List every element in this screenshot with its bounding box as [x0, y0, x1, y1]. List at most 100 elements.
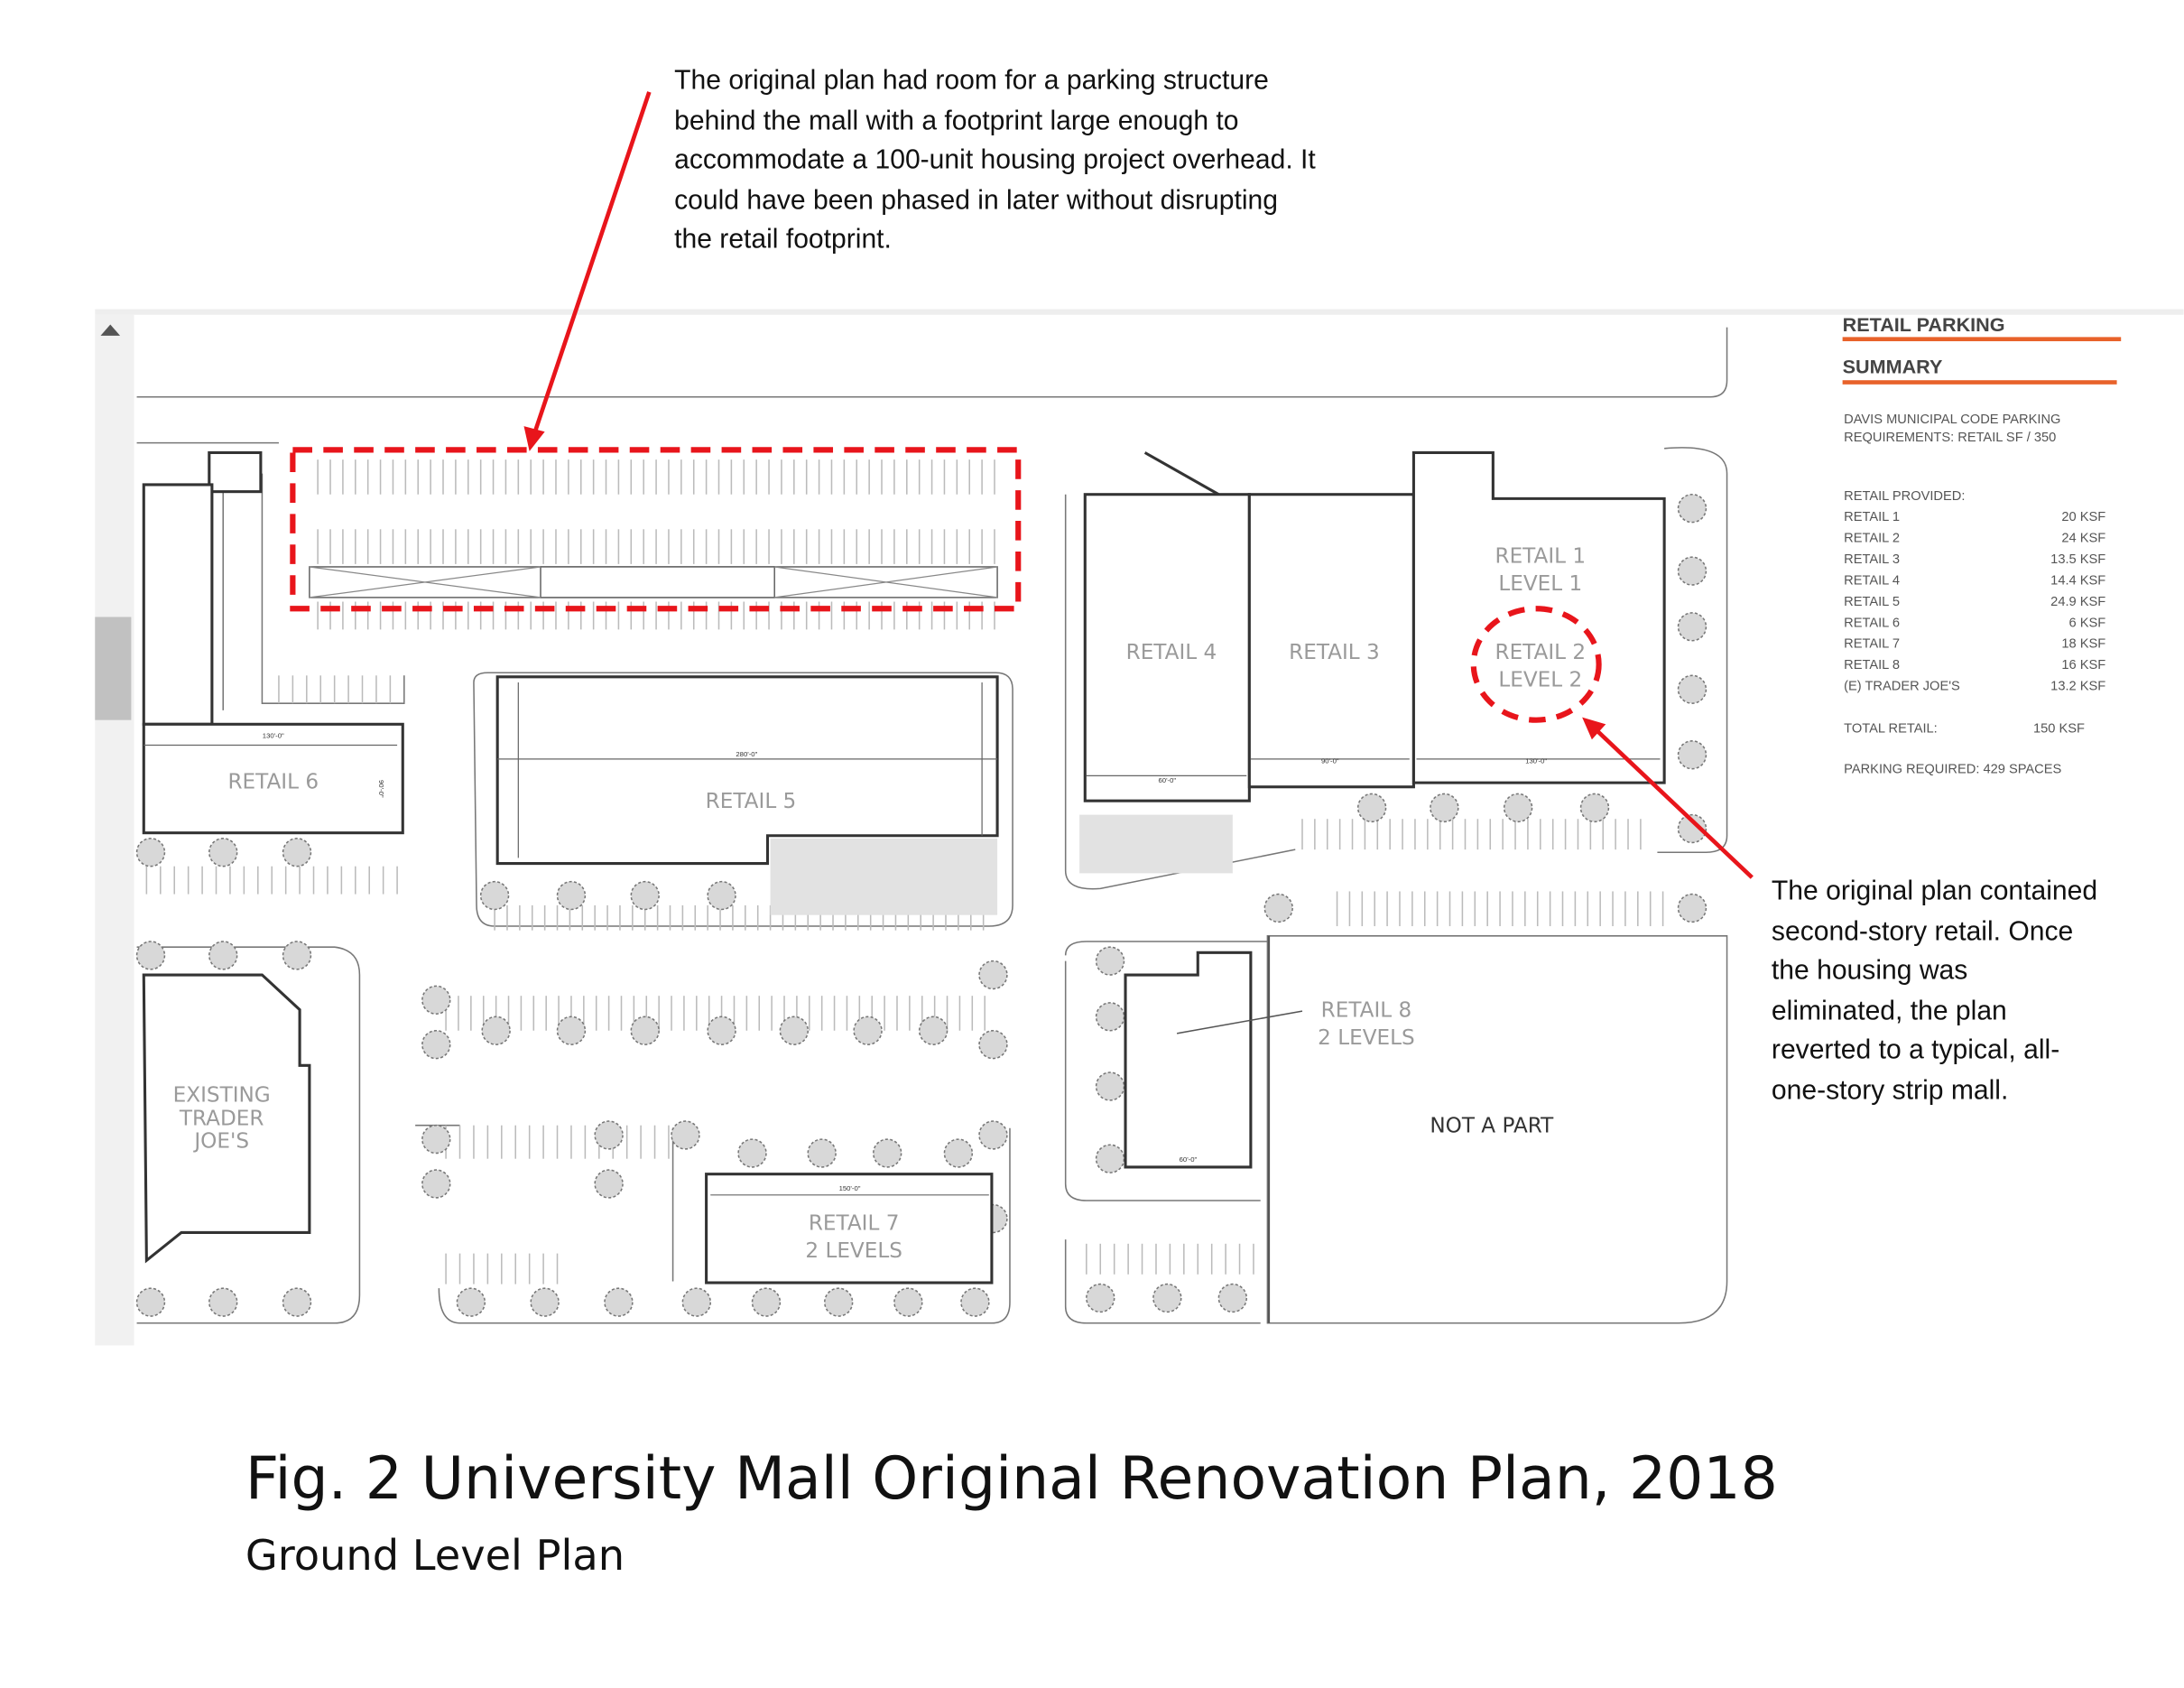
tree-icon	[594, 1120, 624, 1150]
summary-row-name: (E) TRADER JOE'S	[1844, 680, 1960, 694]
tree-icon	[1677, 556, 1707, 586]
svg-text:reverted to a typical, all-: reverted to a typical, all-	[1772, 1035, 2059, 1065]
summary-row-value: 6 KSF	[2069, 616, 2106, 630]
summary-row-value: 13.2 KSF	[2050, 680, 2105, 694]
small-structure	[208, 450, 263, 494]
svg-text:the housing was: the housing was	[1772, 956, 1967, 986]
summary-row-value: 24.9 KSF	[2050, 595, 2105, 609]
tree-icon	[1677, 674, 1707, 704]
tree-icon	[282, 1287, 312, 1317]
tree-icon	[208, 838, 238, 867]
summary-row-name: RETAIL 2	[1844, 531, 1900, 545]
arrow-icon	[1582, 717, 1754, 879]
tree-icon	[1677, 813, 1707, 844]
tree-icon	[1677, 493, 1707, 524]
tree-icon	[978, 1120, 1008, 1150]
tree-icon	[1677, 612, 1707, 642]
svg-text:JOE'S: JOE'S	[192, 1129, 249, 1153]
tree-icon	[556, 880, 587, 911]
dimension-label: 130'-0"	[263, 732, 284, 740]
tree-icon	[751, 1287, 782, 1317]
tree-icon	[208, 941, 238, 970]
tree-icon	[1430, 793, 1459, 823]
scrollbar[interactable]	[95, 314, 134, 1346]
svg-text:The original plan contained: The original plan contained	[1772, 876, 2097, 906]
tree-icon	[481, 1016, 511, 1045]
second-story-highlight	[1470, 606, 1602, 723]
scroll-thumb[interactable]	[95, 617, 132, 720]
svg-text:LEVEL 2: LEVEL 2	[1498, 669, 1582, 692]
tree-icon	[135, 941, 166, 970]
svg-text:The original plan had room for: The original plan had room for a parking…	[674, 66, 1269, 96]
tree-icon	[918, 1016, 949, 1045]
retail-1-label: RETAIL 1	[1495, 544, 1587, 568]
tree-icon	[978, 960, 1008, 990]
figure-caption: Fig. 2 University Mall Original Renovati…	[245, 1445, 1778, 1513]
retail-2-label: RETAIL 2	[1495, 641, 1587, 664]
scroll-up-arrow-icon[interactable]	[100, 324, 121, 336]
not-a-part-label: NOT A PART	[1430, 1114, 1554, 1137]
svg-text:LEVEL 1: LEVEL 1	[1498, 572, 1582, 596]
building-retail-6	[142, 722, 404, 835]
tree-icon	[671, 1120, 700, 1150]
parking-structure-highlight	[290, 447, 1022, 612]
summary-row-value: 24 KSF	[2061, 531, 2105, 545]
tree-icon	[135, 1287, 166, 1317]
svg-text:150 KSF: 150 KSF	[2033, 722, 2085, 737]
summary-row-value: 16 KSF	[2061, 658, 2105, 672]
arrow-icon	[523, 91, 652, 451]
dimension-label: 150'-0"	[839, 1184, 861, 1192]
svg-text:eliminated, the plan: eliminated, the plan	[1772, 996, 2007, 1025]
svg-text:behind the mall with a footpri: behind the mall with a footprint large e…	[674, 106, 1238, 135]
retail-4-label: RETAIL 4	[1126, 641, 1217, 664]
right-annotation: The original plan contained second-story…	[1772, 876, 2097, 1106]
retail-6-label: RETAIL 6	[227, 770, 319, 793]
summary-row-name: RETAIL 8	[1844, 658, 1900, 672]
trader-joes-label: EXISTING	[173, 1083, 271, 1107]
tree-icon	[1095, 946, 1125, 976]
tree-icon	[282, 941, 312, 970]
building-retail-8	[1124, 951, 1253, 1169]
summary-row-name: RETAIL 6	[1844, 616, 1900, 630]
retail-5-label: RETAIL 5	[706, 790, 797, 813]
tree-icon	[1217, 1283, 1248, 1313]
tree-icon	[960, 1287, 990, 1317]
dimension-label: 130'-0"	[1525, 757, 1547, 765]
tree-icon	[135, 838, 166, 867]
tree-icon	[853, 1016, 883, 1045]
tree-icon	[530, 1287, 560, 1317]
summary-row-name: RETAIL 7	[1844, 637, 1900, 652]
tree-icon	[681, 1287, 712, 1317]
svg-text:2 LEVELS: 2 LEVELS	[805, 1239, 902, 1263]
summary-row-value: 14.4 KSF	[2050, 573, 2105, 588]
tree-icon	[630, 880, 660, 911]
svg-text:second-story retail. Once: second-story retail. Once	[1772, 916, 2073, 946]
dimension-label: 90'-0"	[1321, 757, 1339, 765]
building-retail-1-2	[1411, 450, 1666, 784]
parking-summary: RETAIL PARKING SUMMARY DAVIS MUNICIPAL C…	[1842, 313, 2122, 776]
summary-row-value: 20 KSF	[2061, 510, 2105, 524]
tree-icon	[421, 985, 451, 1016]
tree-icon	[282, 838, 312, 867]
dimension-label: 60'-0"	[1180, 1155, 1198, 1164]
tree-icon	[594, 1169, 624, 1199]
tree-icon	[630, 1016, 660, 1045]
tree-icon	[479, 880, 510, 911]
summary-row-name: RETAIL 4	[1844, 573, 1900, 588]
svg-text:TRADER: TRADER	[179, 1108, 264, 1131]
svg-text:SUMMARY: SUMMARY	[1843, 355, 1943, 377]
left-building	[142, 483, 214, 726]
dimension-label: 90'-0"	[377, 780, 385, 798]
svg-text:the retail footprint.: the retail footprint.	[674, 225, 892, 255]
retail-8-label: RETAIL 8	[1321, 998, 1412, 1022]
tree-icon	[1503, 793, 1533, 823]
summary-row-value: 13.5 KSF	[2050, 552, 2105, 567]
tree-icon	[1356, 793, 1387, 823]
tree-icon	[208, 1287, 238, 1317]
figure-subtitle: Ground Level Plan	[245, 1531, 625, 1580]
tree-icon	[707, 880, 736, 911]
tree-icon	[943, 1138, 974, 1168]
summary-row-name: RETAIL 1	[1844, 510, 1900, 524]
svg-text:one-story strip mall.: one-story strip mall.	[1772, 1075, 2008, 1105]
